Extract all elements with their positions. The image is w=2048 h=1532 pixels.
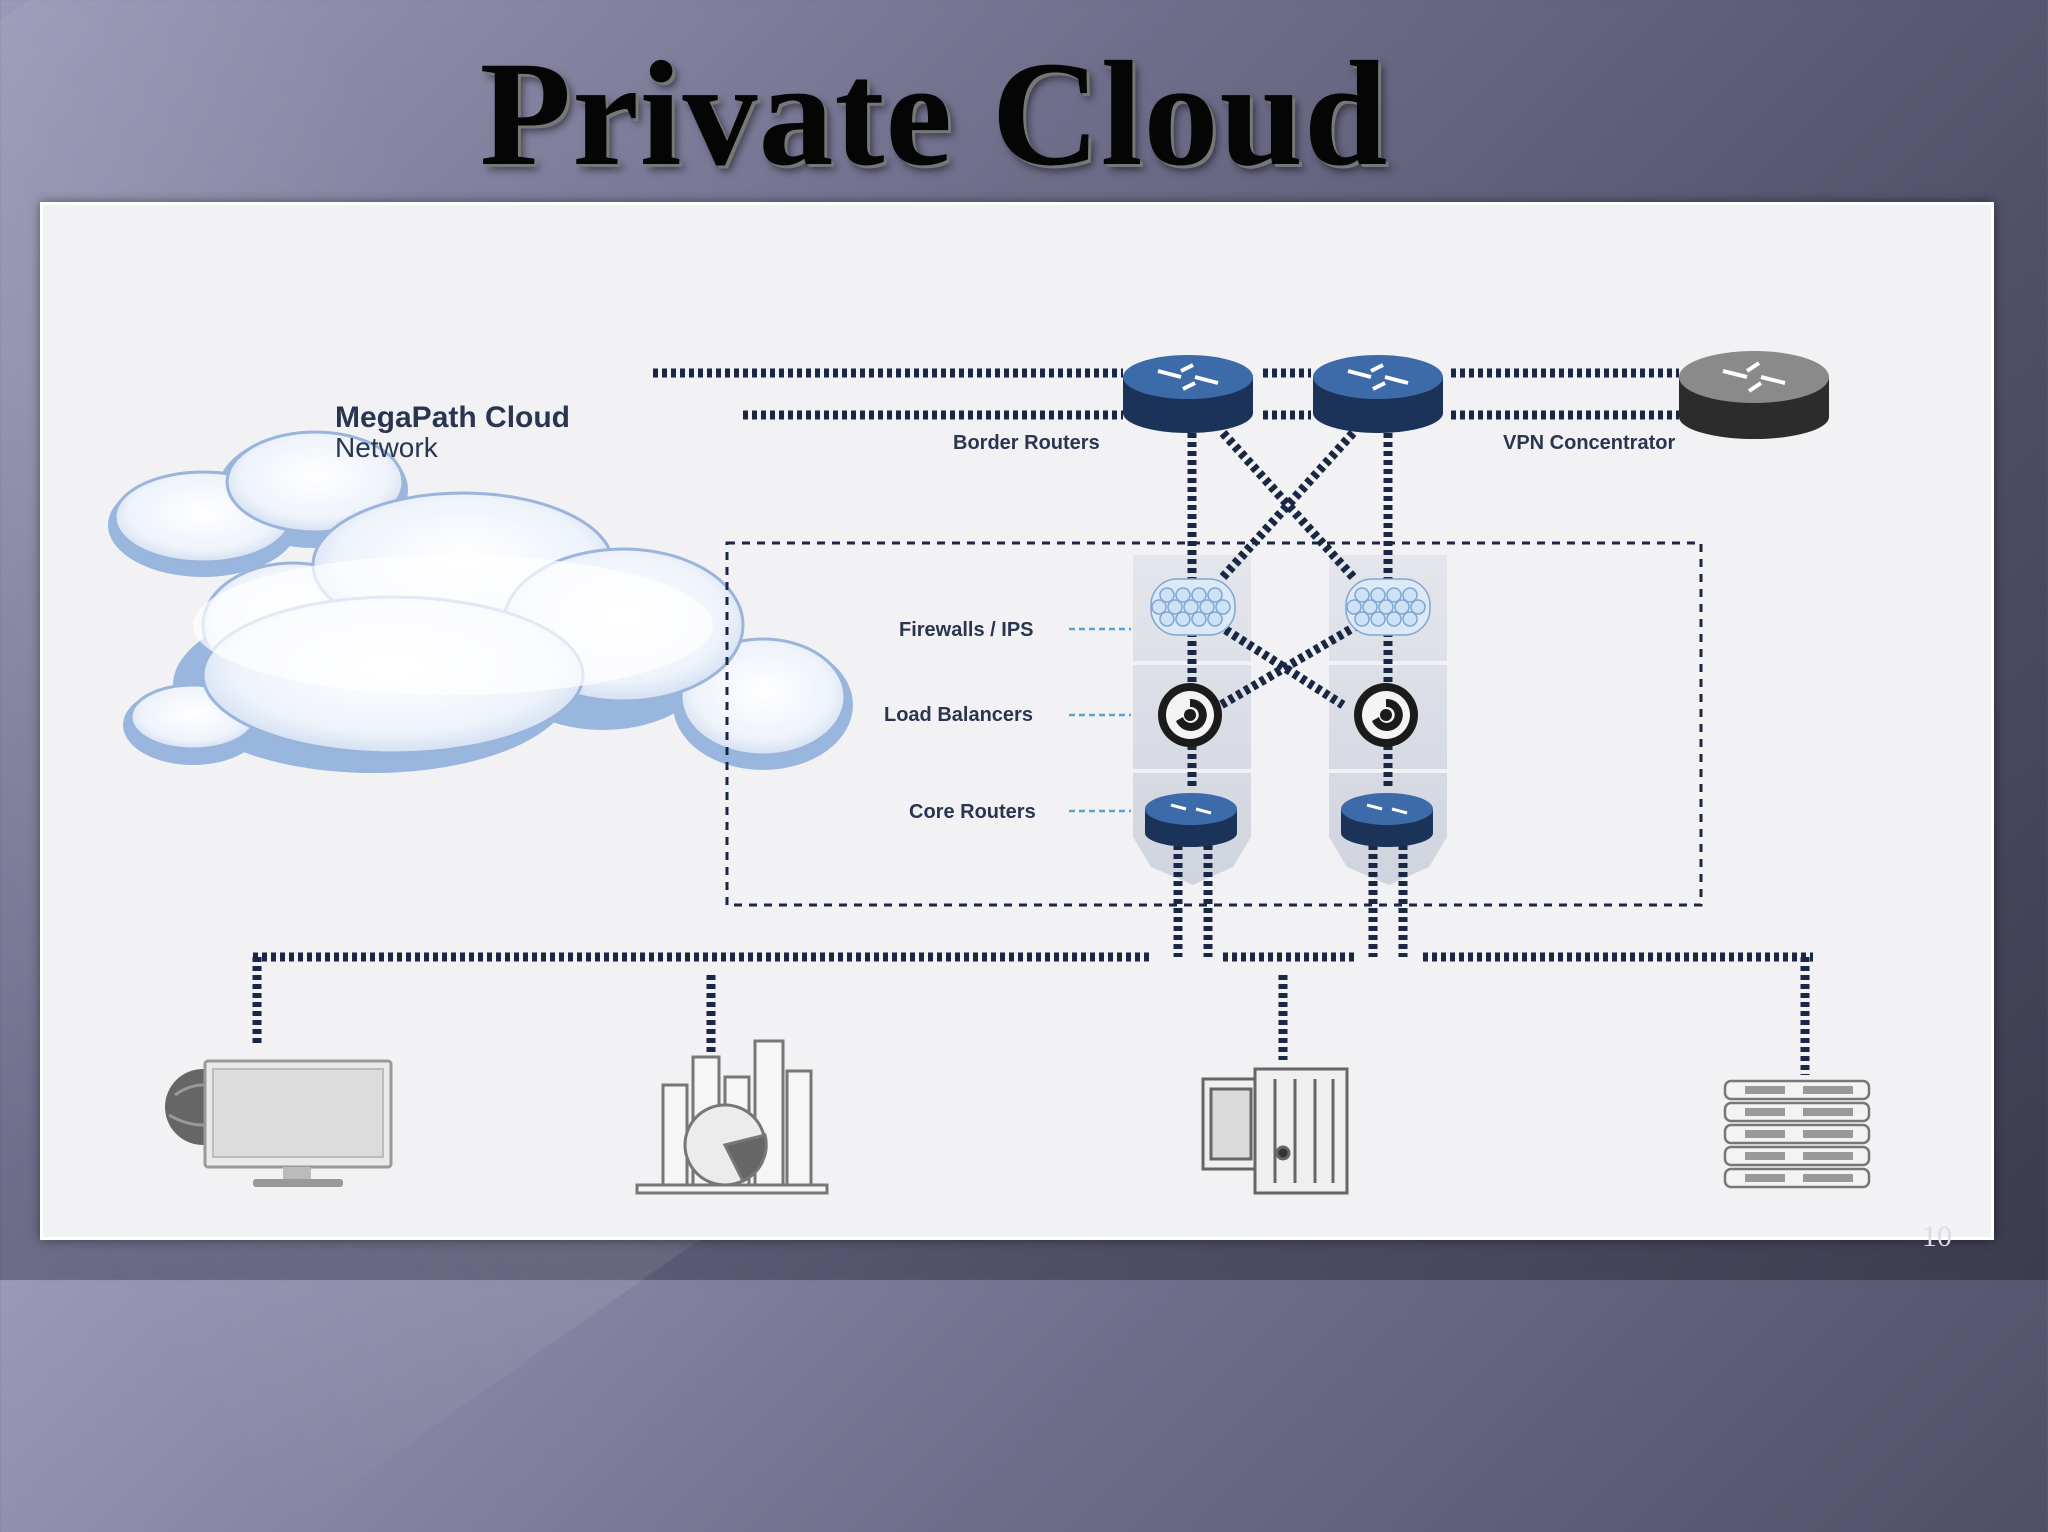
border-router-left-icon — [1123, 355, 1253, 433]
load-balancers-label: Load Balancers — [884, 704, 1033, 726]
cloud-label-line1: MegaPath Cloud — [335, 401, 570, 434]
vpn-concentrator-label: VPN Concentrator — [1503, 432, 1675, 454]
cloud-label-line2: Network — [335, 432, 439, 463]
label-connectors — [1069, 627, 1131, 813]
border-routers-label: Border Routers — [953, 432, 1100, 454]
cloud-to-router-links — [653, 368, 1679, 420]
security-zone-box — [725, 541, 1703, 907]
core-routers-label: Core Routers — [909, 801, 1036, 823]
firewalls-label: Firewalls / IPS — [899, 619, 1034, 641]
firewall-left-icon — [1150, 578, 1236, 636]
server-chassis-icon — [1201, 1067, 1349, 1195]
desktop-monitor-icon — [165, 1059, 393, 1187]
distribution-bus — [252, 952, 1813, 1075]
storage-rack-icon — [1723, 1079, 1871, 1189]
load-balancer-right-icon — [1354, 683, 1418, 747]
border-router-right-icon — [1313, 355, 1443, 433]
core-router-left-icon — [1145, 793, 1237, 847]
network-diagram: MegaPath Cloud Network — [108, 351, 1871, 1195]
load-balancer-left-icon — [1158, 683, 1222, 747]
core-router-right-icon — [1341, 793, 1433, 847]
slide-title: Private Cloud — [479, 31, 1389, 197]
analytics-city-icon — [635, 1039, 829, 1195]
megapath-cloud — [108, 430, 853, 773]
slide-number: 10 — [1922, 1220, 1952, 1253]
diagram-panel: MegaPath Cloud Network — [40, 202, 1994, 1240]
vpn-concentrator-icon — [1679, 351, 1829, 439]
firewall-right-icon — [1345, 578, 1431, 636]
